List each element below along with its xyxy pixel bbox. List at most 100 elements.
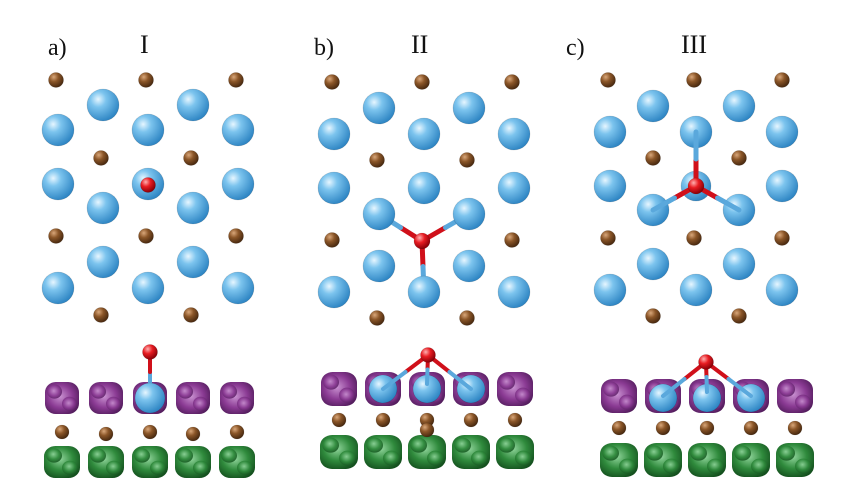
metal-atom (229, 424, 245, 440)
metal-atom (600, 72, 616, 88)
charge-density-purple (777, 379, 813, 413)
panel-a-structure (41, 72, 255, 478)
nonmetal-atom (362, 197, 396, 231)
charge-density-green (88, 446, 124, 478)
charge-density-purple (220, 382, 254, 414)
metal-atom (93, 150, 109, 166)
metal-atom (228, 72, 244, 88)
metal-atom (600, 230, 616, 246)
nonmetal-atom (317, 117, 351, 151)
charge-density-green (600, 443, 638, 477)
nonmetal-atom (407, 275, 441, 309)
metal-atom (731, 308, 747, 324)
nonmetal-atom (593, 273, 627, 307)
oxygen-atom (140, 177, 156, 193)
nonmetal-atom (497, 117, 531, 151)
metal-atom (419, 422, 435, 438)
nonmetal-atom (362, 91, 396, 125)
charge-density-green (644, 443, 682, 477)
metal-atom (54, 424, 70, 440)
nonmetal-atom (765, 273, 799, 307)
metal-atom (686, 72, 702, 88)
charge-density-purple (176, 382, 210, 414)
charge-density-green (364, 435, 402, 469)
nonmetal-atom (131, 113, 165, 147)
charge-density-green (496, 435, 534, 469)
metal-atom (645, 150, 661, 166)
nonmetal-atom (407, 117, 441, 151)
charge-density-green (408, 435, 446, 469)
nonmetal-atom (765, 115, 799, 149)
nonmetal-atom (452, 249, 486, 283)
metal-atom (375, 412, 391, 428)
metal-atom (774, 72, 790, 88)
bond (381, 370, 408, 391)
nonmetal-atom (41, 167, 75, 201)
nonmetal-atom (41, 113, 75, 147)
charge-density-green (776, 443, 814, 477)
charge-density-purple (497, 372, 533, 406)
charge-density-purple (45, 382, 79, 414)
bond (447, 370, 473, 391)
metal-atom (787, 420, 803, 436)
nonmetal-atom (131, 271, 165, 305)
metal-atom (98, 426, 114, 442)
charge-density-green (452, 435, 490, 469)
metal-atom (183, 307, 199, 323)
metal-atom (414, 74, 430, 90)
nonmetal-atom (41, 271, 75, 305)
metal-atom (731, 150, 747, 166)
metal-atom (48, 72, 64, 88)
charge-density-purple (321, 372, 357, 406)
metal-atom (324, 74, 340, 90)
metal-atom (459, 152, 475, 168)
bond (726, 377, 753, 398)
nonmetal-atom (452, 91, 486, 125)
metal-atom (463, 412, 479, 428)
panel-a-letter: a) (48, 35, 67, 61)
oxygen-atom (687, 177, 705, 195)
nonmetal-atom (317, 275, 351, 309)
charge-density-purple (89, 382, 123, 414)
panel-c-structure (593, 72, 814, 477)
nonmetal-atom (134, 382, 166, 414)
metal-atom (369, 152, 385, 168)
panel-a-numeral: I (140, 30, 149, 59)
nonmetal-atom (86, 88, 120, 122)
metal-atom (655, 420, 671, 436)
metal-atom (228, 228, 244, 244)
bond (715, 195, 742, 213)
bond (661, 377, 687, 398)
nonmetal-atom (221, 271, 255, 305)
nonmetal-atom (176, 245, 210, 279)
metal-atom (611, 420, 627, 436)
oxygen-atom (413, 232, 431, 250)
panel-c-letter: c) (566, 35, 585, 61)
nonmetal-atom (221, 113, 255, 147)
metal-atom (504, 74, 520, 90)
metal-atom (504, 232, 520, 248)
metal-atom (331, 412, 347, 428)
metal-atom (645, 308, 661, 324)
nonmetal-atom (636, 247, 670, 281)
metal-atom (93, 307, 109, 323)
charge-density-green (219, 446, 255, 478)
nonmetal-atom (86, 191, 120, 225)
charge-density-green (175, 446, 211, 478)
metal-atom (369, 310, 385, 326)
charge-density-green (132, 446, 168, 478)
bond (650, 195, 677, 213)
metal-atom (743, 420, 759, 436)
oxygen-atom (698, 354, 714, 370)
charge-density-green (320, 435, 358, 469)
bond (704, 375, 709, 394)
charge-density-purple (601, 379, 637, 413)
metal-atom (324, 232, 340, 248)
nonmetal-atom (636, 89, 670, 123)
nonmetal-atom (765, 169, 799, 203)
nonmetal-atom (593, 115, 627, 149)
nonmetal-atom (452, 197, 486, 231)
metal-atom (48, 228, 64, 244)
nonmetal-atom (362, 249, 396, 283)
panel-c-numeral: III (681, 30, 707, 59)
